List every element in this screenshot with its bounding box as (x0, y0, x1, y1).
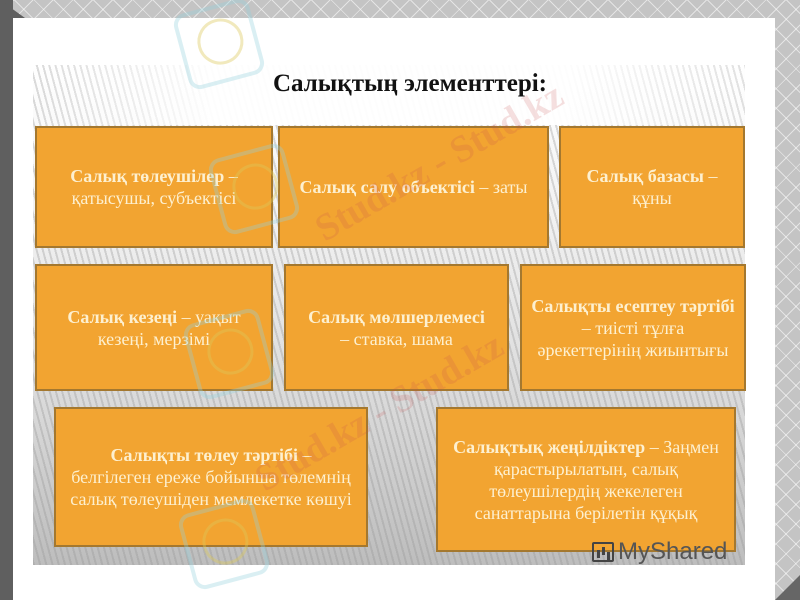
content-header-fade (33, 65, 745, 125)
myshared-logo: MyShared (592, 538, 727, 566)
element-box-base: Салық базасы – құны (559, 126, 745, 248)
box-description: – қатысушы, субъектісі (71, 166, 238, 208)
box-description: – Заңмен қарастырылатын, салық төлеушіле… (474, 436, 719, 523)
frame-corner-bevel (0, 0, 25, 18)
element-box-rate: Салық мөлшерлемесі – ставка, шама (284, 264, 509, 391)
element-box-taxpayers: Салық төлеушілер – қатысушы, субъектісі (35, 126, 273, 248)
box-heading: Салық кезеңі (67, 306, 178, 327)
box-description: – уақыт кезеңі, мерзімі (97, 306, 241, 349)
frame-left-bar (0, 0, 13, 600)
slide-title: Салықтың элементтері: (272, 70, 547, 97)
box-description: – заты (474, 177, 528, 197)
element-box-tax-benefits: Салықтық жеңілдіктер – Заңмен қарастырыл… (436, 407, 736, 552)
box-heading: Салық салу объектісі (299, 177, 475, 197)
frame-corner-triangle (775, 575, 800, 600)
box-heading: Салықты есептеу тәртібі (531, 295, 735, 316)
presentation-board-icon (592, 542, 614, 562)
box-heading: Салық базасы (586, 166, 704, 186)
box-heading: Салық мөлшерлемесі (308, 306, 485, 327)
myshared-brand: MyShared (618, 538, 728, 565)
element-box-object: Салық салу объектісі – заты (278, 126, 549, 248)
element-box-payment-order: Салықты төлеу тәртібі – белгілеген ереже… (54, 407, 368, 547)
box-description: – белгілеген ереже бойынша төлемнің салы… (70, 445, 352, 509)
element-box-calculation-order: Салықты есептеу тәртібі – тиісті тұлға ә… (520, 264, 746, 391)
box-description: – ставка, шама (340, 328, 453, 349)
element-box-period: Салық кезеңі – уақыт кезеңі, мерзімі (35, 264, 273, 391)
box-heading: Салықтық жеңілдіктер (453, 436, 646, 457)
box-description: – тиісті тұлға әрекеттерінің жиынтығы (537, 317, 729, 360)
box-heading: Салықты төлеу тәртібі (110, 445, 298, 465)
box-description: – құны (632, 166, 718, 208)
box-heading: Салық төлеушілер (70, 166, 225, 186)
